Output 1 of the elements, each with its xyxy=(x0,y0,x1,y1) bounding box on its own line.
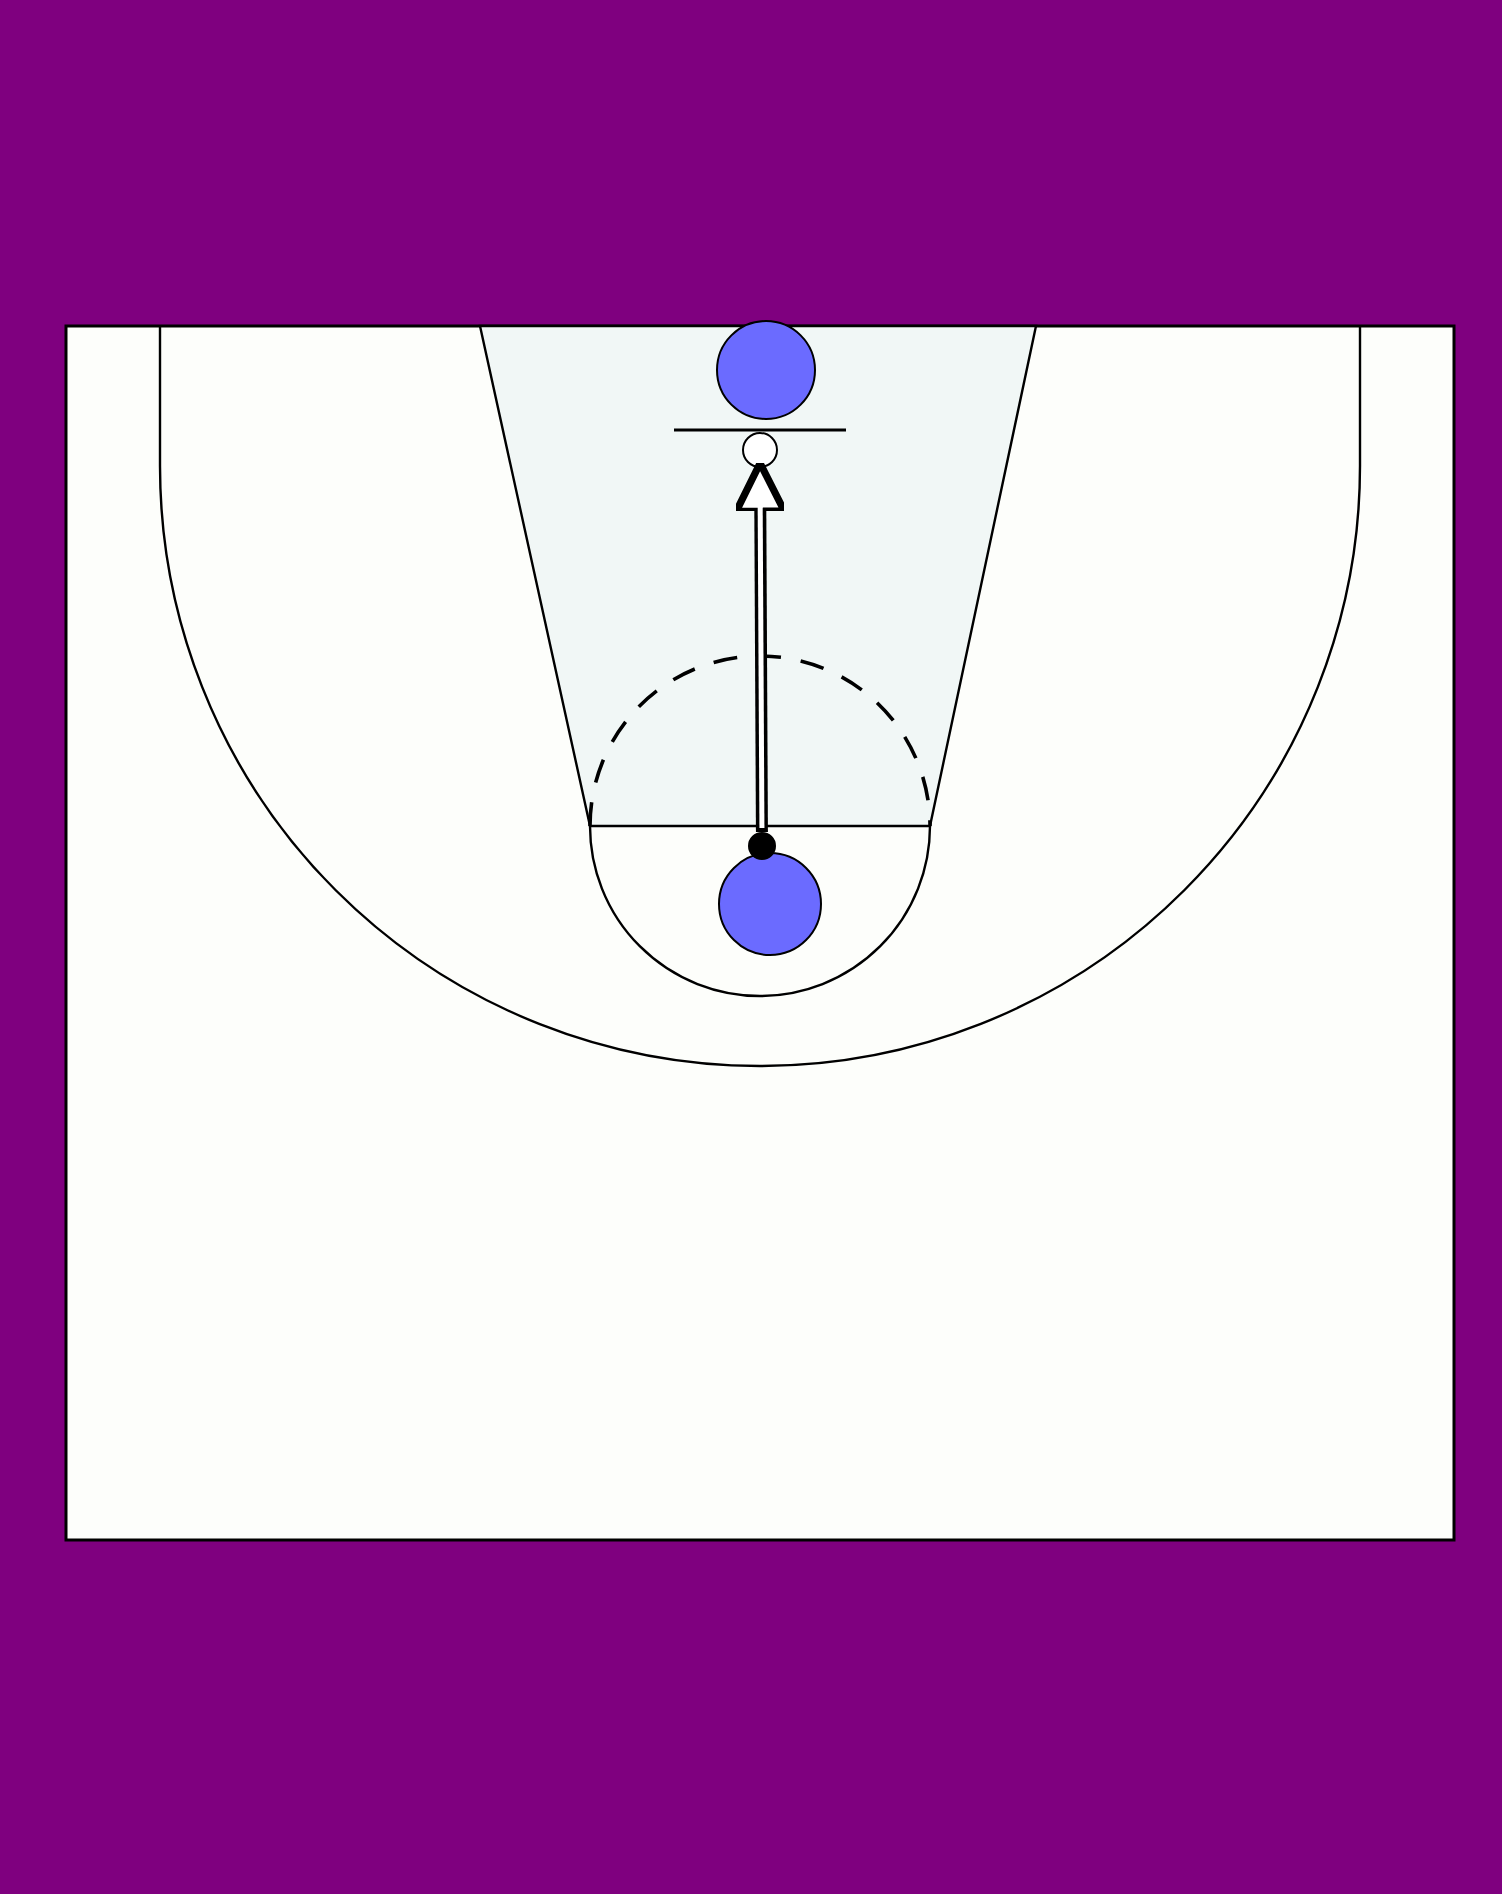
pass-arrow xyxy=(732,459,788,833)
